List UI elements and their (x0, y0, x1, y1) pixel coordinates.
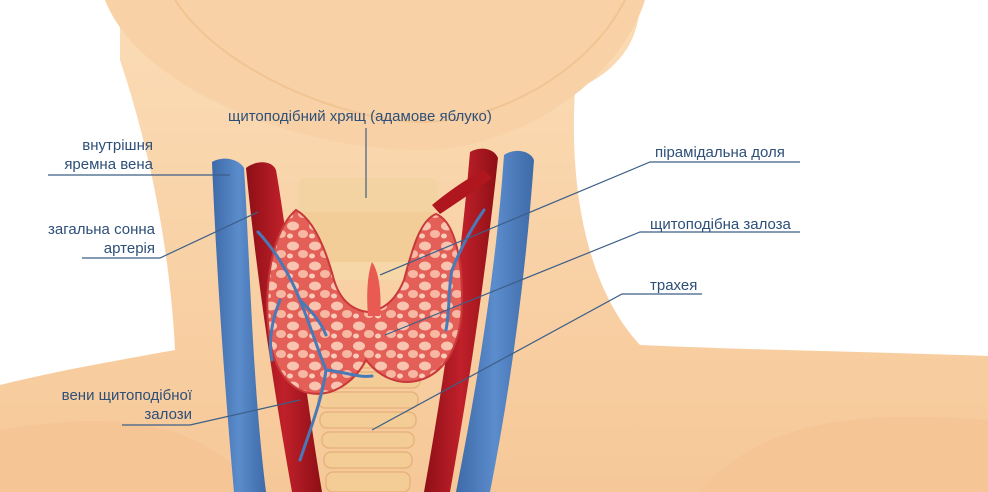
label-line-2: залози (144, 406, 192, 423)
leader-common-carotid-artery (82, 211, 259, 259)
leader-thyroid-gland (384, 231, 800, 336)
label-internal-jugular-vein: внутрішня яремна вена (64, 136, 153, 174)
leader-lines (48, 128, 800, 431)
label-thyroid-cartilage: щитоподібний хрящ (адамове яблуко) (228, 108, 492, 125)
label-line-1: внутрішня (82, 137, 153, 154)
label-line-1: вени щитоподібної (61, 387, 192, 404)
label-line-2: артерія (103, 240, 155, 257)
label-pyramidal-lobe: пірамідальна доля (655, 144, 785, 161)
leader-trachea (371, 293, 702, 431)
label-thyroid-veins: вени щитоподібної залози (62, 386, 192, 424)
thyroid-veins (256, 208, 486, 462)
label-trachea: трахея (650, 277, 698, 294)
internal-jugular-veins (212, 150, 534, 492)
label-line-1: загальна сонна (48, 221, 155, 238)
label-thyroid-gland: щитоподібна залоза (650, 216, 791, 233)
leader-pyramidal-lobe (379, 161, 800, 276)
leader-thyroid-veins (122, 399, 301, 426)
thyroid-gland (266, 208, 464, 395)
label-common-carotid-artery: загальна сонна артерія (48, 220, 155, 258)
label-line-2: яремна вена (64, 156, 153, 173)
